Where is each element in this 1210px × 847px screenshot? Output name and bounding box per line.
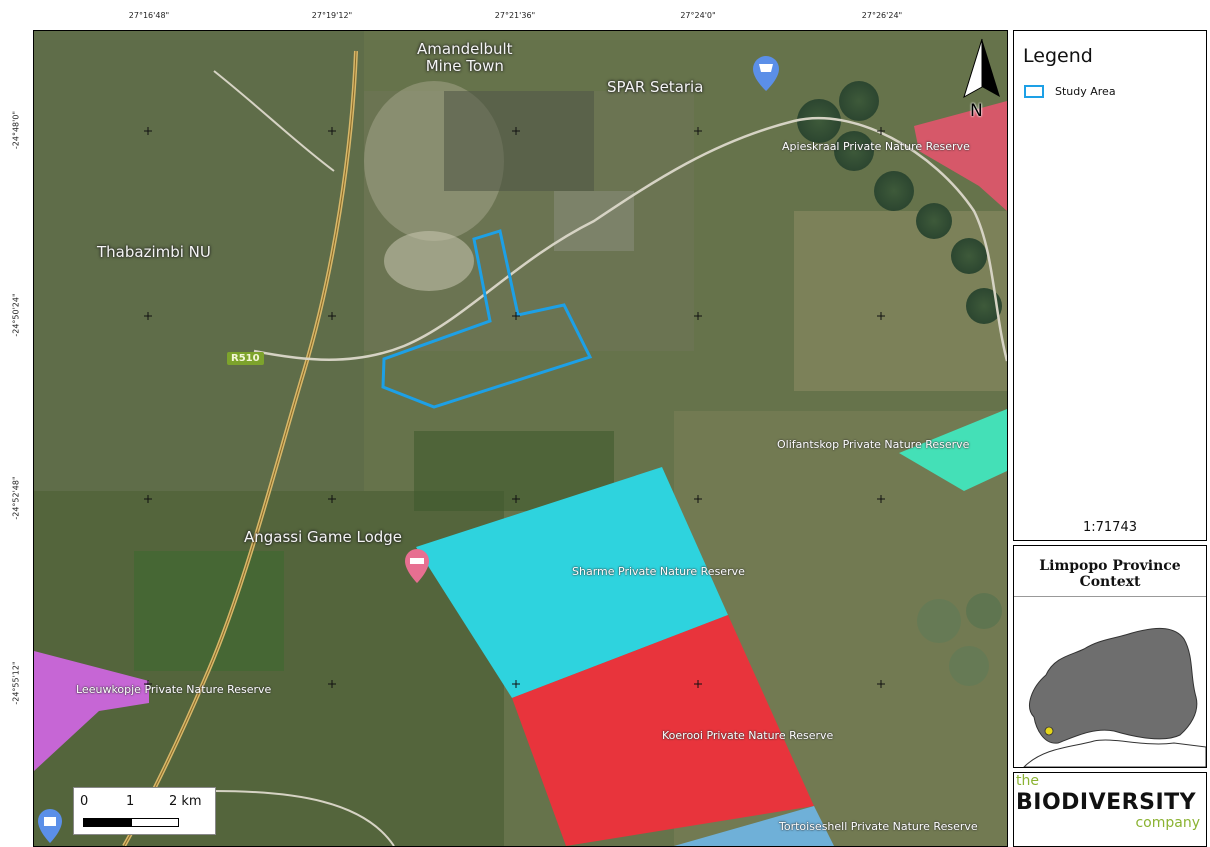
bag-pin-icon[interactable] bbox=[38, 809, 62, 843]
longitude-label: 27°26'24" bbox=[861, 11, 903, 20]
pivot-field bbox=[797, 99, 841, 143]
pivot-field bbox=[834, 131, 874, 171]
road-secondary bbox=[253, 116, 1007, 362]
lodge-pin-icon[interactable] bbox=[405, 549, 429, 583]
terrain-patch bbox=[34, 31, 364, 491]
koerooi-label: Koerooi Private Nature Reserve bbox=[662, 729, 834, 742]
olifantskop-reserve[interactable] bbox=[899, 409, 1007, 491]
olifantskop-label: Olifantskop Private Nature Reserve bbox=[777, 438, 970, 451]
latitude-label: -24°55'12" bbox=[11, 661, 21, 705]
study-area-swatch bbox=[1024, 85, 1044, 98]
longitude-label: 27°16'48" bbox=[128, 11, 170, 20]
scale-segment-white bbox=[131, 818, 179, 827]
pivot-field bbox=[839, 81, 879, 121]
pivot-field bbox=[949, 646, 989, 686]
road-secondary bbox=[213, 70, 335, 172]
road-r510-edge bbox=[123, 50, 357, 846]
scale-label-2: 2 km bbox=[169, 794, 202, 809]
scale-ratio: 1:71743 bbox=[1082, 520, 1137, 535]
latitude-label: -24°52'48" bbox=[11, 476, 21, 520]
pivot-field bbox=[966, 593, 1002, 629]
legend-panel: Legend Study Area 1:71743 bbox=[1013, 30, 1207, 541]
pivot-field bbox=[874, 171, 914, 211]
scale-bar: 0 1 2 km bbox=[73, 787, 216, 835]
legend-item-label: Study Area bbox=[1055, 85, 1116, 98]
context-title: Limpopo Province Context bbox=[1039, 558, 1181, 590]
north-label: N bbox=[970, 101, 983, 121]
neighbor-provinces bbox=[1023, 739, 1206, 767]
koerooi-reserve[interactable] bbox=[512, 615, 814, 846]
pivot-field bbox=[916, 203, 952, 239]
mine-area bbox=[444, 91, 594, 191]
thabazimbi-label: Thabazimbi NU bbox=[97, 243, 211, 261]
logo-panel: the BIODIVERSITY company bbox=[1013, 772, 1207, 847]
graticule bbox=[144, 127, 885, 688]
scale-label-1: 1 bbox=[126, 794, 135, 809]
logo-main: BIODIVERSITY bbox=[1016, 790, 1197, 815]
limpopo-outline bbox=[1029, 628, 1198, 744]
pivot-field bbox=[917, 599, 961, 643]
legend-title: Legend bbox=[1023, 45, 1093, 67]
spar-label: SPAR Setaria bbox=[607, 78, 704, 96]
province-map bbox=[1023, 628, 1206, 767]
scale-segment-black bbox=[83, 818, 133, 827]
longitude-label: 27°24'0" bbox=[680, 11, 716, 20]
logo-company: company bbox=[1135, 815, 1200, 831]
north-arrow-icon bbox=[963, 38, 1000, 99]
mine-area bbox=[384, 231, 474, 291]
amandelbult-label: Amandelbult Mine Town bbox=[417, 40, 513, 75]
scale-label-0: 0 bbox=[80, 794, 89, 809]
tortoiseshell-label: Tortoiseshell Private Nature Reserve bbox=[779, 820, 978, 833]
apieskraal-reserve[interactable] bbox=[914, 101, 1007, 211]
sharme-reserve[interactable] bbox=[416, 467, 728, 698]
tortoiseshell-reserve[interactable] bbox=[674, 806, 834, 846]
longitude-label: 27°21'36" bbox=[494, 11, 536, 20]
context-divider bbox=[1014, 596, 1206, 597]
apieskraal-label: Apieskraal Private Nature Reserve bbox=[782, 140, 970, 153]
latitude-label: -24°50'24" bbox=[11, 293, 21, 337]
terrain-patch bbox=[134, 551, 284, 671]
longitude-label: 27°19'12" bbox=[311, 11, 353, 20]
shopping-pin-icon[interactable] bbox=[753, 56, 779, 91]
sharme-label: Sharme Private Nature Reserve bbox=[572, 565, 745, 578]
leeuwkopje-label: Leeuwkopje Private Nature Reserve bbox=[76, 683, 272, 696]
leeuwkopje-reserve[interactable] bbox=[34, 651, 149, 771]
pivot-field bbox=[951, 238, 987, 274]
pivot-field bbox=[966, 288, 1002, 324]
logo-the: the bbox=[1016, 773, 1039, 789]
map-svg bbox=[34, 31, 1007, 846]
road-secondary bbox=[213, 790, 395, 846]
angassi-label: Angassi Game Lodge bbox=[244, 528, 403, 546]
study-area-outline[interactable] bbox=[381, 229, 593, 409]
context-panel: Limpopo Province Context bbox=[1013, 545, 1207, 768]
map-canvas[interactable]: Amandelbult Mine Town SPAR Setaria Thaba… bbox=[33, 30, 1008, 847]
study-location-marker bbox=[1044, 726, 1054, 736]
latitude-label: -24°48'0" bbox=[11, 110, 21, 150]
road-shield-r510: R510 bbox=[227, 352, 264, 365]
